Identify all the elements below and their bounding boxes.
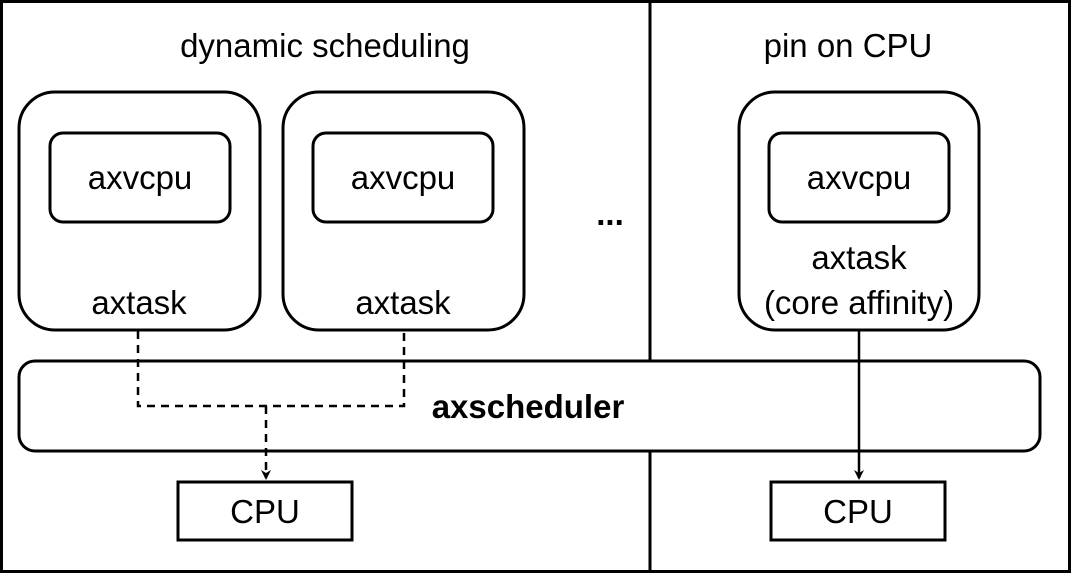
axvcpu-label: axvcpu [807,159,912,196]
axtask-box-2: axvcpu axtask [281,90,526,332]
dashed-connector [136,331,406,408]
axtask-label: axtask [811,239,907,276]
right-section-title: pin on CPU [764,27,933,64]
axvcpu-label: axvcpu [351,159,456,196]
axvcpu-box-2 [311,131,495,224]
axvcpu-box-3 [767,131,951,224]
axvcpu-box-1 [48,131,232,224]
core-affinity-label: (core affinity) [764,284,954,321]
pinned-axtask-box: axvcpu axtask (core affinity) [737,90,981,332]
axvcpu-label: axvcpu [88,159,193,196]
axtask-label: axtask [355,284,451,321]
cpu-box-2 [769,480,947,542]
axscheduler-label: axscheduler [432,388,625,425]
ellipsis: ... [596,195,624,232]
axscheduler-box [17,359,1042,453]
axtask-label: axtask [91,284,187,321]
cpu-label: CPU [230,493,300,530]
cpu-box-1 [176,480,354,542]
cpu-label: CPU [823,493,893,530]
left-section-title: dynamic scheduling [180,27,470,64]
axtask-box-1: axvcpu axtask [17,90,262,332]
